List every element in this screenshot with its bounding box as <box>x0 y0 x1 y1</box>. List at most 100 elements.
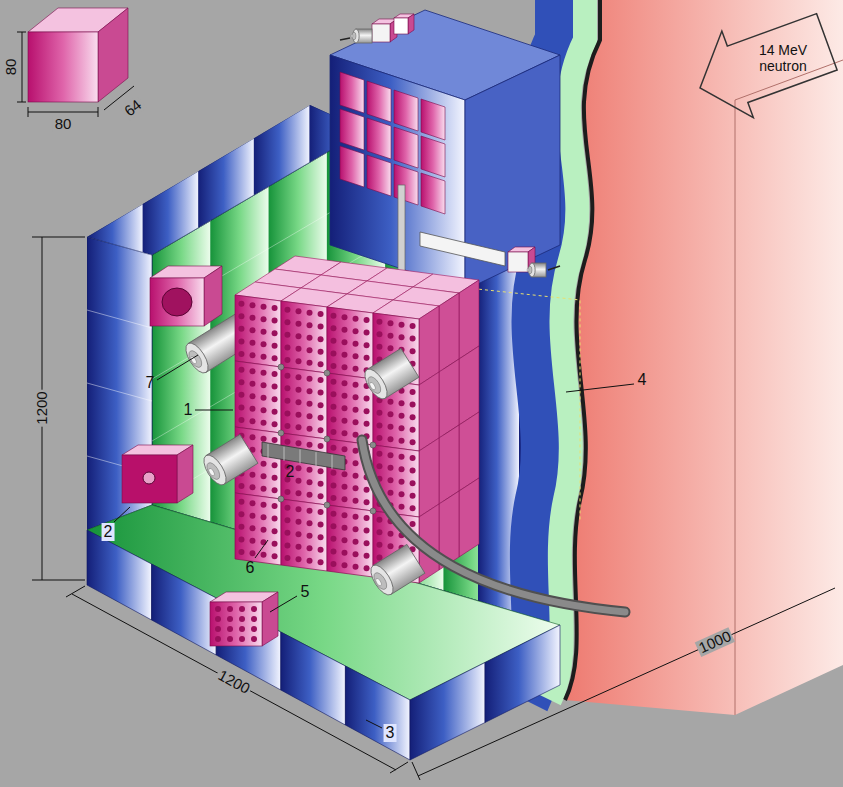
hole <box>249 340 255 346</box>
hole <box>341 339 347 345</box>
hole <box>295 387 301 393</box>
hole <box>227 626 233 632</box>
cable <box>340 38 350 40</box>
callout-number: 4 <box>638 371 647 389</box>
hole <box>261 436 267 442</box>
hole <box>261 304 267 310</box>
hole <box>272 371 278 377</box>
hole <box>249 500 255 506</box>
crystal-front <box>281 433 327 505</box>
hole <box>261 370 267 376</box>
extension-line <box>17 102 26 103</box>
hole <box>261 514 267 520</box>
hole <box>399 504 405 510</box>
hole <box>318 311 324 317</box>
hole <box>410 493 416 499</box>
hole <box>376 410 382 416</box>
hole <box>284 398 290 404</box>
hole <box>341 537 347 543</box>
leader-line <box>157 355 198 380</box>
small-pmt-pin <box>351 34 353 38</box>
hole <box>330 350 336 356</box>
hole <box>353 564 359 570</box>
bottom-shield-block <box>87 530 152 620</box>
hole <box>249 513 255 519</box>
hole <box>318 493 324 499</box>
hole <box>238 483 244 489</box>
holder-rib <box>300 449 301 463</box>
hole <box>249 352 255 358</box>
hole <box>364 499 370 505</box>
hole <box>307 335 313 341</box>
hole <box>376 517 382 523</box>
hole <box>272 355 278 361</box>
hole <box>318 468 324 474</box>
crystal-block-side <box>262 592 278 646</box>
hole <box>330 379 336 385</box>
wall-edge <box>735 100 736 715</box>
hole <box>239 626 245 632</box>
block-joint <box>87 310 152 328</box>
hole <box>330 523 336 529</box>
hole <box>238 417 244 423</box>
crystal <box>421 136 445 177</box>
hole <box>399 400 405 406</box>
hole <box>238 301 244 307</box>
arrow-label: 14 MeV neutron <box>754 42 812 74</box>
hole <box>227 636 233 642</box>
hole <box>261 552 267 558</box>
hole <box>249 538 255 544</box>
hole <box>399 322 405 328</box>
crystal-block <box>210 592 278 646</box>
cut-line <box>565 0 600 700</box>
hole <box>353 526 359 532</box>
hole <box>249 368 255 374</box>
hole <box>410 348 416 354</box>
hole <box>295 440 301 446</box>
hole <box>410 468 416 474</box>
hole <box>284 357 290 363</box>
hole <box>295 556 301 562</box>
extension-line <box>412 762 420 780</box>
top-shield-block <box>87 100 143 260</box>
hole <box>399 491 405 497</box>
crystal-side <box>419 372 439 451</box>
hole <box>353 328 359 334</box>
hole <box>387 490 393 496</box>
hole <box>353 448 359 454</box>
hole <box>318 522 324 528</box>
crystal-key-front <box>28 32 98 102</box>
hole <box>376 542 382 548</box>
crystal-front <box>281 367 327 439</box>
hole <box>318 509 324 515</box>
crystal-side <box>439 293 459 372</box>
neutron-arrow <box>684 0 842 131</box>
hole <box>353 551 359 557</box>
hole <box>410 389 416 395</box>
detector-head-side <box>408 14 414 34</box>
hole <box>410 455 416 461</box>
crystal <box>394 127 418 168</box>
bottom-shield-block <box>410 663 485 761</box>
hole <box>353 394 359 400</box>
pmt-pin <box>375 577 383 586</box>
detector-head <box>394 14 414 34</box>
hole <box>261 502 267 508</box>
hole <box>284 542 290 548</box>
hole <box>307 467 313 473</box>
extension-line <box>17 32 26 33</box>
hole <box>353 539 359 545</box>
hole <box>284 517 290 523</box>
hole <box>307 310 313 316</box>
hole <box>295 506 301 512</box>
hole <box>238 511 244 517</box>
crystal <box>394 90 418 131</box>
hole <box>307 558 313 564</box>
hole <box>410 505 416 511</box>
neutron-source-block-front <box>122 455 177 503</box>
hole <box>238 549 244 555</box>
hole <box>410 480 416 486</box>
crystal-front <box>235 361 281 433</box>
